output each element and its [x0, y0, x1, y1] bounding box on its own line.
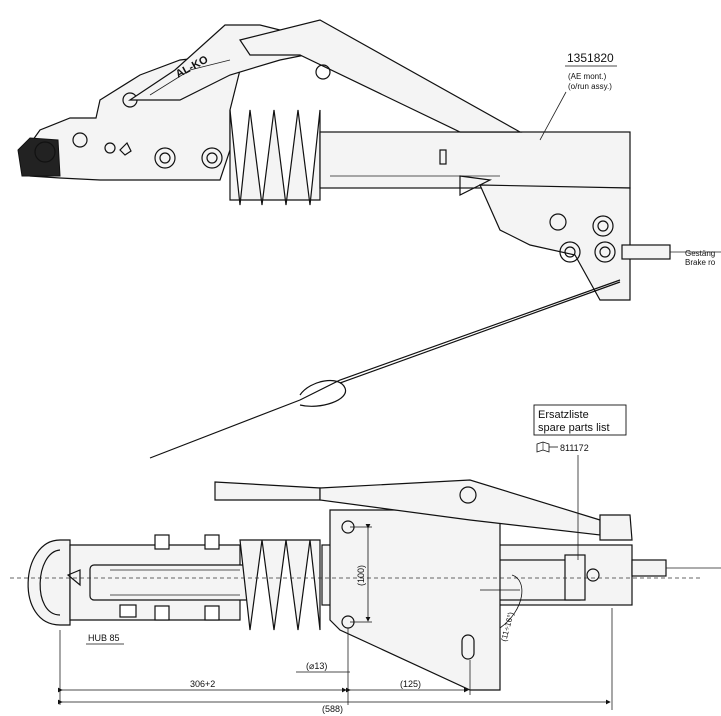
part-note-2: (o/run assy.) [568, 82, 612, 91]
part-label: 1351820 (AE mont.) (o/run assy.) [539, 51, 617, 141]
book-icon [536, 441, 558, 453]
top-view [10, 479, 721, 691]
spare-parts-number: 811172 [560, 443, 589, 453]
dim-total: (588) [322, 704, 343, 714]
dim-height: (100) [356, 565, 366, 586]
dim-spacing: (125) [400, 679, 421, 689]
brake-rod-en: Brake ro [685, 258, 716, 267]
part-note-1: (AE mont.) [568, 72, 607, 81]
brake-rod-de: Gestäng [685, 249, 715, 258]
brake-rod-label: Gestäng Brake ro [685, 249, 716, 267]
dim-hole-dia: (⌀13) [306, 661, 327, 671]
spare-parts-box: Ersatzliste spare parts list 811172 [533, 404, 627, 560]
spare-parts-title-en: spare parts list [538, 422, 610, 434]
dim-stroke: HUB 85 [88, 633, 120, 643]
part-number: 1351820 [567, 51, 614, 65]
spare-parts-title-de: Ersatzliste [538, 409, 589, 421]
side-view [17, 19, 721, 459]
dim-offset: 306+2 [190, 679, 215, 689]
dimensions: HUB 85 (100) (11÷16°) (⌀13) 306+2 (125) … [58, 524, 613, 714]
